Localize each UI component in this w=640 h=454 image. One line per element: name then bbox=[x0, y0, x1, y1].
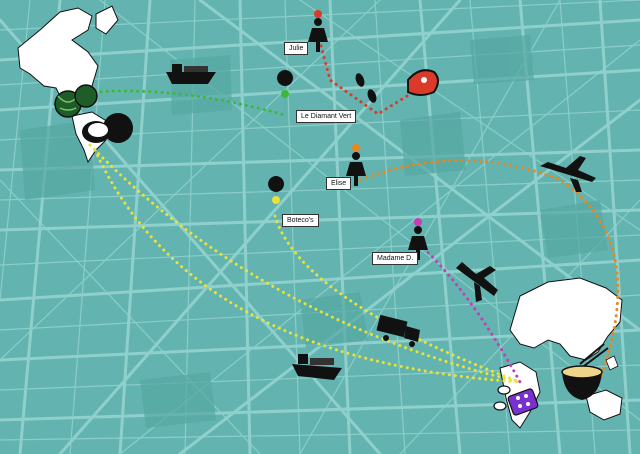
plane-icon bbox=[540, 156, 596, 192]
pin-icon bbox=[268, 176, 285, 218]
pin-icon bbox=[277, 70, 294, 112]
pills-icon bbox=[493, 385, 539, 416]
watermelon-icon bbox=[54, 84, 98, 118]
route-red bbox=[316, 32, 422, 116]
route-yellow-boteco bbox=[273, 214, 522, 384]
footprints-icon bbox=[355, 73, 377, 103]
woman-icon bbox=[308, 10, 328, 52]
label-elise: Elise bbox=[326, 177, 352, 190]
ship-icon bbox=[292, 354, 342, 380]
truck-icon bbox=[376, 314, 420, 347]
route-magenta bbox=[413, 238, 522, 384]
plane-icon bbox=[456, 262, 498, 302]
woman-icon bbox=[346, 144, 366, 186]
label-boteco: Boteco's bbox=[282, 214, 319, 227]
coconut-icon bbox=[82, 113, 133, 143]
routes bbox=[88, 32, 620, 384]
route-green bbox=[93, 89, 287, 117]
route-yellow-mid bbox=[88, 143, 522, 384]
noodle-bowl-icon bbox=[561, 343, 609, 400]
steak-icon bbox=[407, 69, 439, 96]
label-madame-d: Madame D. bbox=[372, 252, 419, 265]
woman-icon bbox=[408, 218, 428, 260]
route-orange bbox=[353, 159, 620, 382]
label-diamant-vert: Le Diamant Vert bbox=[296, 110, 357, 123]
ship-icon bbox=[166, 64, 216, 84]
label-julie: Julie bbox=[284, 42, 309, 55]
